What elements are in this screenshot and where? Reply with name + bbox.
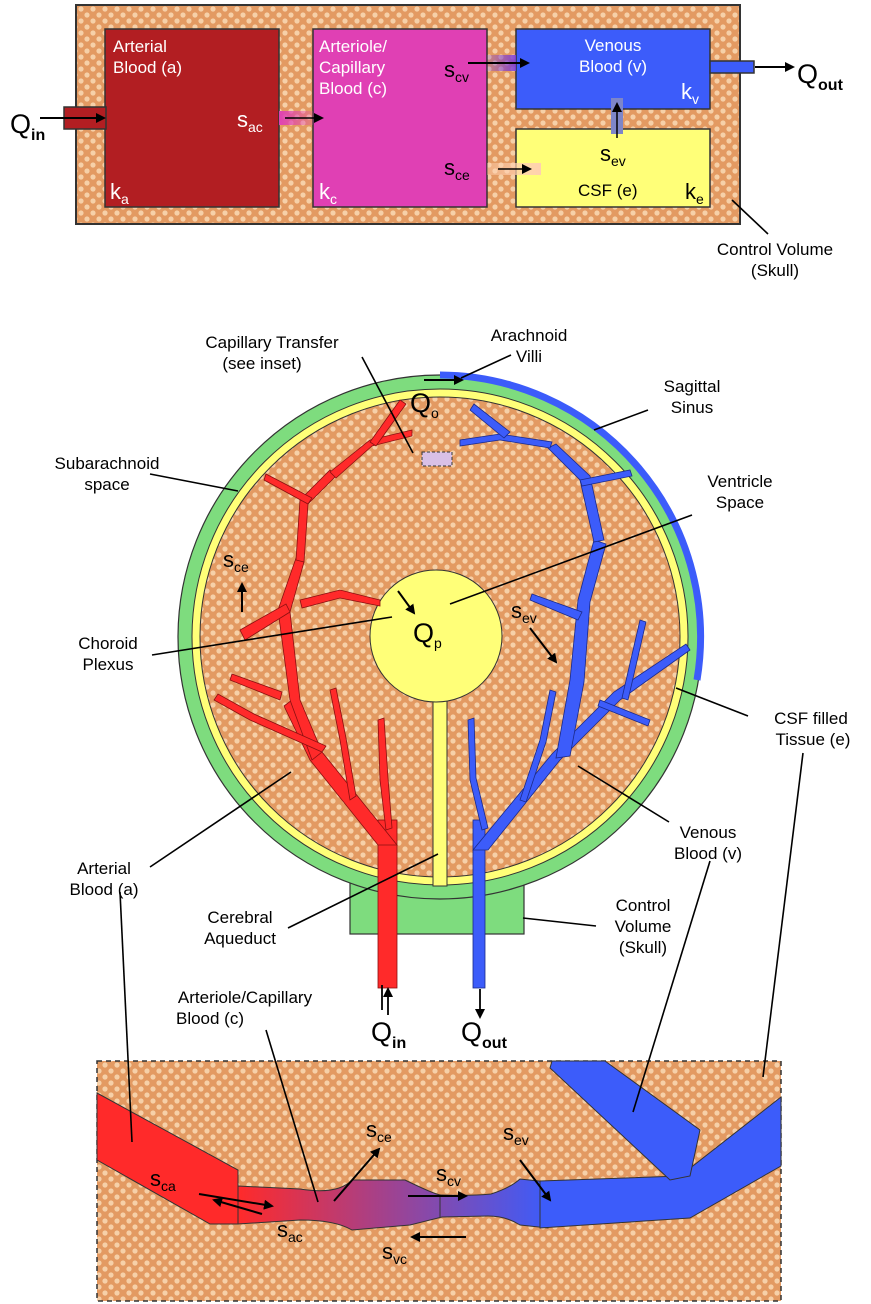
subarachnoid-leader [150, 474, 238, 491]
venous-label-line2: Blood (v) [579, 57, 647, 76]
cerebral-aqueduct [433, 690, 447, 886]
control-volume-label-line2: (Skull) [751, 261, 799, 280]
subarachnoid-label-line1: Subarachnoid [55, 454, 160, 473]
csf-tissue-label-line2: Tissue (e) [776, 730, 851, 749]
csf-tissue-label-line1: CSF filled [774, 709, 848, 728]
arteriole-label-line2: Blood (c) [176, 1009, 244, 1028]
control-volume-brain-label-line2: Volume [615, 917, 672, 936]
arachnoid-label-line2: Villi [516, 347, 542, 366]
control-volume-label-line1: Control Volume [717, 240, 833, 259]
q-in-label: Qin [10, 109, 45, 144]
aqueduct-label-line1: Cerebral [207, 908, 272, 927]
capillary-label-line3: Blood (c) [319, 79, 387, 98]
arterial-brain-label-line1: Arterial [77, 859, 131, 878]
sagittal-label-line2: Sinus [671, 398, 714, 417]
inset-csf-leader [763, 753, 803, 1077]
arachnoid-label-line1: Arachnoid [491, 326, 568, 345]
csf-label: CSF (e) [578, 181, 638, 200]
aqueduct-label-line2: Aqueduct [204, 929, 276, 948]
venous-brain-label-line1: Venous [680, 823, 737, 842]
choroid-label-line2: Plexus [82, 655, 133, 674]
arteriole-label-line1: Arteriole/Capillary [178, 988, 313, 1007]
arterial-label-line2: Blood (a) [113, 58, 182, 77]
ventricle-label-line2: Space [716, 493, 764, 512]
subarachnoid-label-line2: space [84, 475, 129, 494]
q-out-label: Qout [797, 59, 844, 94]
capillary-transfer-label-line2: (see inset) [222, 354, 301, 373]
control-volume-leader-brain [523, 918, 596, 926]
capillary-label-line1: Arteriole/ [319, 37, 387, 56]
ventricle-label-line1: Ventricle [707, 472, 772, 491]
arterial-label-line1: Arterial [113, 37, 167, 56]
control-volume-brain-label-line1: Control [616, 896, 671, 915]
top-compartment-panel: Arterial Blood (a) Arteriole/ Capillary … [10, 5, 844, 280]
capillary-label-line2: Capillary [319, 58, 386, 77]
sagittal-label-line1: Sagittal [664, 377, 721, 396]
brain-cross-section: Capillary Transfer (see inset) Arachnoid… [55, 326, 851, 1052]
control-volume-brain-label-line3: (Skull) [619, 938, 667, 957]
sagittal-leader [594, 410, 648, 430]
choroid-label-line1: Choroid [78, 634, 138, 653]
arterial-brain-label-line2: Blood (a) [70, 880, 139, 899]
q-out-brain-label: Qout [461, 1017, 508, 1052]
arachnoid-leader [461, 355, 511, 378]
venous-label-line1: Venous [585, 36, 642, 55]
outflow-pipe [710, 61, 754, 73]
capillary-transfer-inset-box [422, 452, 452, 466]
q-in-brain-label: Qin [371, 1017, 406, 1052]
venous-brain-label-line2: Blood (v) [674, 844, 742, 863]
capillary-transfer-label-line1: Capillary Transfer [205, 333, 339, 352]
